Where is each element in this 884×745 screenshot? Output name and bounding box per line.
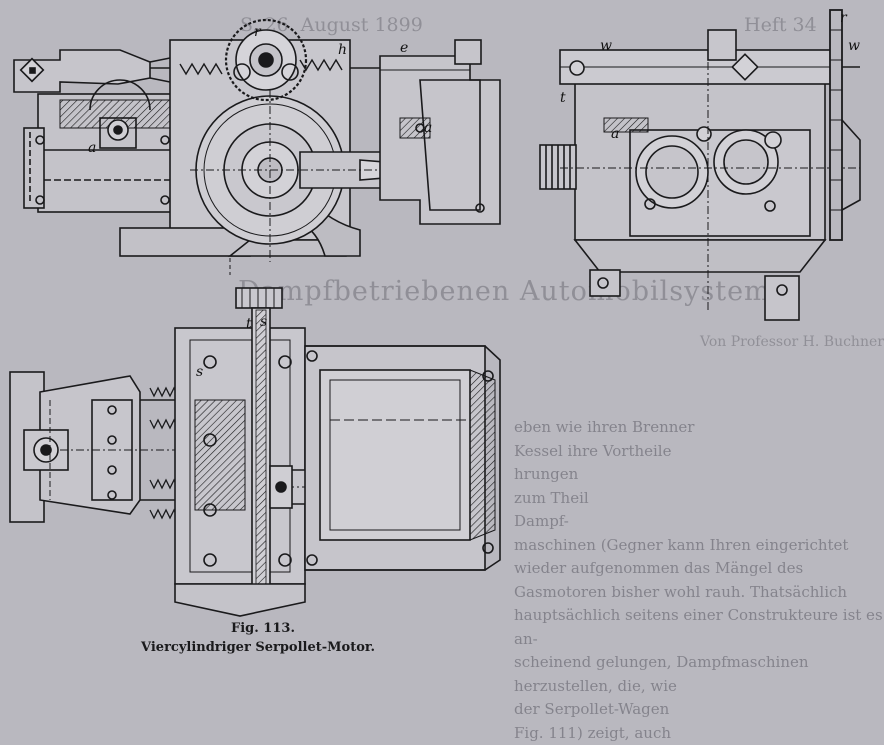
bleed-line: der Serpollet-Wagen	[514, 698, 884, 722]
label-s: s	[260, 314, 267, 330]
label-a: a	[88, 140, 96, 156]
label-a: a	[611, 126, 619, 142]
label-w: w	[600, 38, 612, 54]
bleed-line: Fig. 111) zeigt, auch	[514, 722, 884, 745]
plan-view	[10, 288, 500, 616]
figure-number: Fig. 113.	[0, 621, 884, 636]
label-a: a	[424, 120, 432, 136]
label-r: r	[840, 10, 848, 26]
side-elevation-view	[14, 20, 500, 275]
label-h: h	[338, 42, 347, 58]
figure-caption: Viercylindriger Serpollet-Motor.	[141, 640, 375, 655]
engine-drawing: a a a h e r r w w t t s s	[0, 0, 884, 663]
label-w: w	[848, 38, 860, 54]
label-e: e	[400, 40, 408, 56]
document-page: S. 26. August 1899 Heft 34 Dampfbetriebe…	[0, 0, 884, 663]
label-t: t	[246, 316, 252, 332]
label-s: s	[196, 364, 203, 380]
end-elevation-view	[540, 10, 860, 320]
label-t: t	[560, 90, 566, 106]
